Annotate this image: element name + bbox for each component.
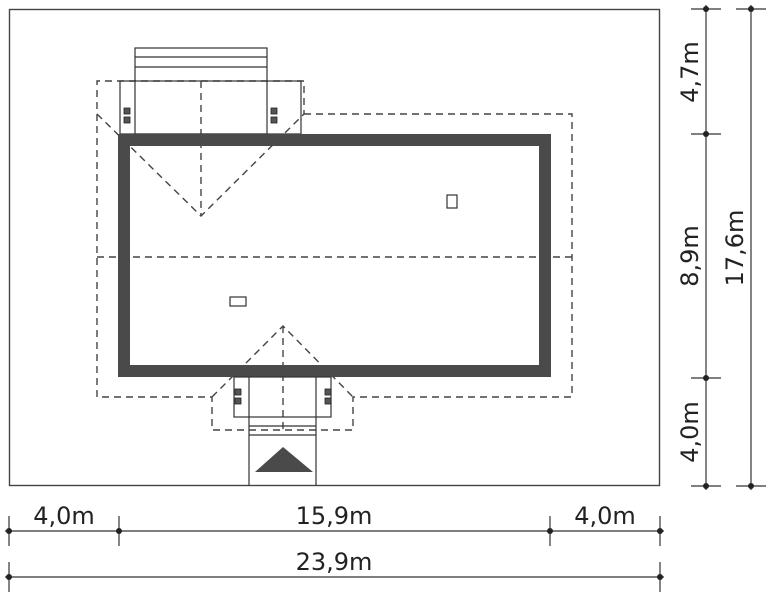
dim-label-south-setback: 4,0m xyxy=(676,401,704,463)
chimney-icon xyxy=(123,107,278,124)
right-dimension xyxy=(691,5,766,490)
dim-label-right-setback: 4,0m xyxy=(574,502,636,530)
entrance-arrow-icon xyxy=(255,447,313,472)
south-porch xyxy=(233,376,332,418)
bottom-dimension xyxy=(5,516,664,592)
skylight xyxy=(229,296,247,307)
dim-label-total-depth: 17,6m xyxy=(721,210,749,287)
chimney-icon xyxy=(234,388,332,405)
dim-label-north-setback: 4,7m xyxy=(676,41,704,103)
plot-boundary xyxy=(8,8,661,487)
skylight xyxy=(446,194,458,209)
dim-label-left-setback: 4,0m xyxy=(33,502,95,530)
dim-label-total-width: 23,9m xyxy=(296,548,373,576)
north-annex xyxy=(119,80,302,135)
house-walls xyxy=(118,134,551,377)
dim-label-house-depth: 8,9m xyxy=(676,225,704,287)
dim-label-house-width: 15,9m xyxy=(296,502,373,530)
